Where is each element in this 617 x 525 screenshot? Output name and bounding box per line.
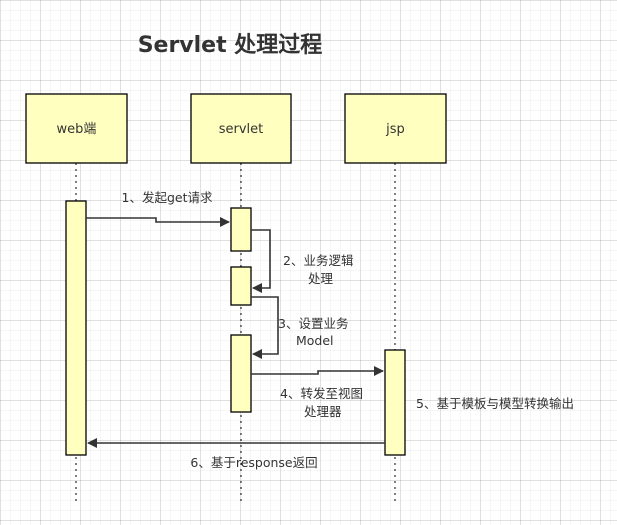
message-6-label: 6、基于response返回 (190, 455, 317, 470)
activation-web (65, 200, 87, 456)
message-5-label: 5、基于模板与模型转换输出 (416, 396, 574, 411)
arrow-business-logic (251, 229, 271, 293)
actor-jsp: jsp (344, 93, 447, 164)
arrow-send-get-request (86, 217, 230, 227)
arrow-set-business-model (251, 296, 279, 359)
actor-jsp-label: jsp (385, 122, 405, 137)
actor-servlet-label: servlet (219, 122, 264, 137)
actor-jsp-box (344, 93, 447, 164)
actor-web-box (25, 93, 128, 164)
message-2-label-line1: 2、业务逻辑 (283, 253, 353, 268)
message-4-label-line2: 处理器 (304, 404, 342, 419)
diagram-title: Servlet 处理过程 (138, 32, 323, 58)
arrow-forward-to-view (251, 366, 384, 376)
message-1-label: 1、发起get请求 (122, 190, 213, 205)
message-3-label-line2: Model (296, 333, 334, 348)
actor-web: web端 (25, 93, 128, 164)
message-2-label-line2: 处理 (308, 271, 334, 286)
activation-servlet-1 (230, 207, 252, 252)
activation-servlet-2 (230, 266, 252, 306)
activation-servlet-3 (230, 334, 252, 413)
message-4-label-line1: 4、转发至视图 (280, 386, 363, 401)
actor-servlet: servlet (190, 93, 292, 164)
activation-jsp (384, 349, 406, 456)
message-3-label-line1: 3、设置业务 (278, 316, 348, 331)
actor-servlet-box (190, 93, 292, 164)
actor-web-label: web端 (57, 122, 97, 137)
